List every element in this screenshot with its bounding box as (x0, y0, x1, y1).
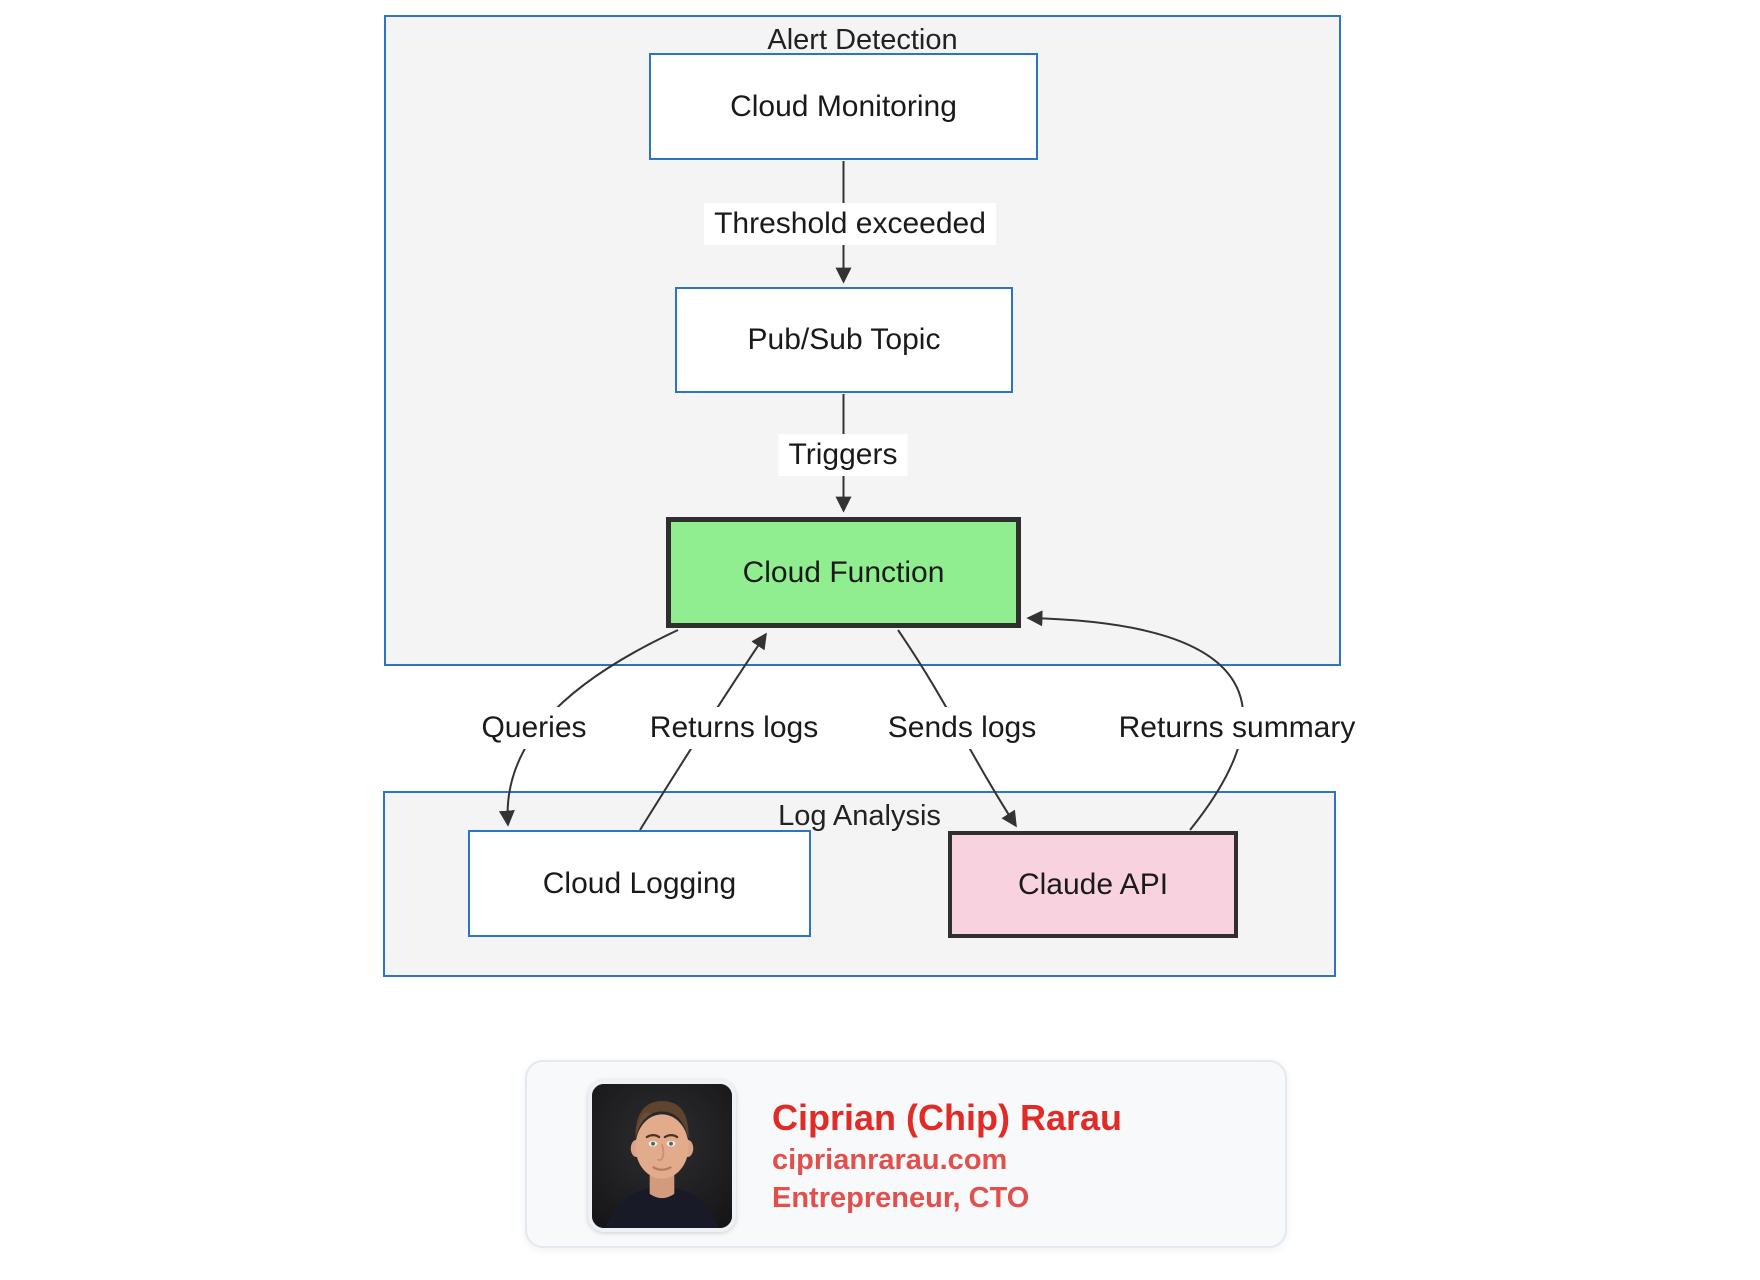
edge-label-queries: Queries (471, 707, 597, 749)
node-cloud-function-label: Cloud Function (742, 555, 945, 589)
edge-label-sends-logs: Sends logs (877, 707, 1047, 749)
node-cloud-function: Cloud Function (666, 517, 1021, 628)
author-card: Ciprian (Chip) Rarau ciprianrarau.com En… (525, 1060, 1287, 1248)
author-job-title: Entrepreneur, CTO (772, 1182, 1030, 1214)
cluster-log-analysis-title: Log Analysis (778, 800, 941, 832)
edge-label-threshold-exceeded: Threshold exceeded (704, 203, 996, 245)
node-cloud-logging: Cloud Logging (468, 830, 811, 937)
cluster-alert-detection-title: Alert Detection (767, 24, 958, 56)
author-website: ciprianrarau.com (772, 1144, 1008, 1176)
node-pubsub-topic-label: Pub/Sub Topic (747, 323, 941, 356)
avatar (588, 1080, 736, 1232)
node-claude-api: Claude API (948, 831, 1238, 938)
node-cloud-monitoring-label: Cloud Monitoring (730, 89, 957, 123)
edge-label-returns-summary: Returns summary (1108, 707, 1366, 749)
edge-label-triggers: Triggers (778, 434, 908, 476)
edge-returns-summary (1026, 610, 1245, 831)
node-claude-api-label: Claude API (1017, 867, 1169, 901)
avatar-photo (592, 1084, 732, 1228)
edge-label-returns-logs: Returns logs (639, 707, 829, 749)
node-cloud-monitoring: Cloud Monitoring (649, 53, 1038, 160)
node-pubsub-topic: Pub/Sub Topic (675, 287, 1013, 393)
author-card-text: Ciprian (Chip) Rarau ciprianrarau.com En… (772, 1095, 1122, 1217)
author-name: Ciprian (Chip) Rarau (772, 1097, 1123, 1138)
node-cloud-logging-label: Cloud Logging (542, 866, 737, 900)
